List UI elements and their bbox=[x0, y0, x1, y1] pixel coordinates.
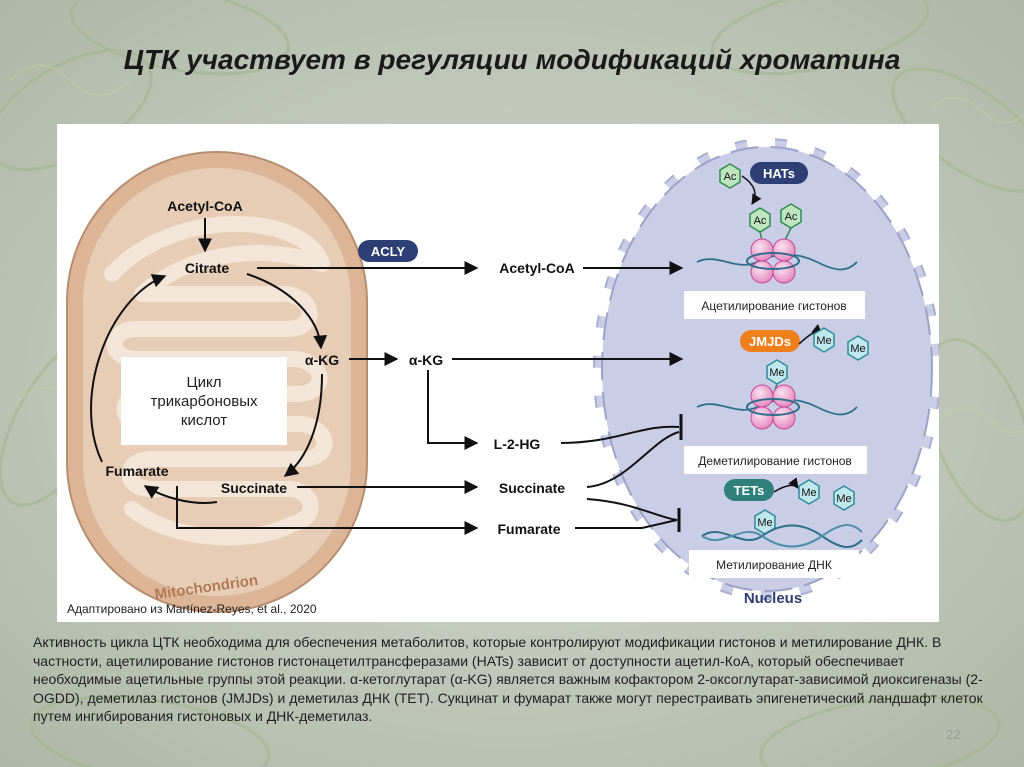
cyto-akg: α-KG bbox=[409, 352, 443, 368]
me-hex-dna-free-1 bbox=[798, 479, 820, 505]
ac-label-free: Ac bbox=[724, 171, 737, 183]
me-hex-free-2 bbox=[847, 335, 869, 361]
acetylation-panel: HATs Ac Ac Ac Ацетилирование гистонов bbox=[684, 162, 865, 319]
mito-akg: α-KG bbox=[305, 352, 339, 368]
tca-cycle-label-box: Цикл трикарбоновых кислот bbox=[121, 357, 287, 445]
me-label-bound: Me bbox=[769, 367, 784, 379]
mito-fumarate: Fumarate bbox=[105, 463, 168, 479]
mito-acetyl-coa: Acetyl-CoA bbox=[167, 198, 242, 214]
histone-octamer-acetylation bbox=[746, 238, 800, 284]
succinate-to-fumarate-arrow bbox=[143, 485, 218, 504]
figure-panel: Mitochondrion Acetyl-CoA Citrate α-KG Su… bbox=[57, 124, 939, 622]
me-hex-free-1 bbox=[813, 327, 835, 353]
cyto-l2hg: L-2-HG bbox=[494, 436, 541, 452]
akg-to-succinate-arrow bbox=[283, 373, 323, 477]
fumarate-to-citrate-arrow bbox=[90, 274, 167, 463]
me-label-free-2: Me bbox=[850, 343, 865, 355]
cyto-fumarate: Fumarate bbox=[497, 521, 560, 537]
cyto-succinate: Succinate bbox=[499, 480, 565, 496]
histone-octamer-demethylation bbox=[746, 384, 800, 430]
dna-methylation-panel: TETs Me Me Me Метилирование ДНК bbox=[689, 477, 863, 578]
mito-succinate: Succinate bbox=[221, 480, 287, 496]
akg-to-l2hg-arrow bbox=[427, 370, 479, 450]
dna-methylation-label: Метилирование ДНК bbox=[716, 558, 832, 572]
mito-citrate: Citrate bbox=[185, 260, 230, 276]
dna-methylation-label-box bbox=[689, 550, 859, 578]
cyto-acetyl-coa: Acetyl-CoA bbox=[499, 260, 574, 276]
acly-label: ACLY bbox=[371, 244, 406, 259]
me-label-free-1: Me bbox=[816, 335, 831, 347]
acly-pill bbox=[358, 240, 418, 262]
hats-pill bbox=[750, 162, 808, 184]
citrate-to-akg-arrow bbox=[246, 273, 328, 350]
slide-description: Активность цикла ЦТК необходима для обес… bbox=[33, 634, 983, 725]
jmjds-pill bbox=[740, 330, 800, 352]
ac-label-2: Ac bbox=[785, 211, 798, 223]
fumarate-inhibition-line bbox=[575, 519, 678, 529]
chromatin-tca-diagram: Mitochondrion Acetyl-CoA Citrate α-KG Su… bbox=[66, 137, 939, 613]
dna-double-helix-a bbox=[701, 524, 863, 548]
histone-demethylation-panel: JMJDs Me Me Me Деметилирование гистонов bbox=[684, 324, 869, 474]
nucleus-label: Nucleus bbox=[744, 590, 802, 607]
jmjds-label: JMJDs bbox=[749, 334, 791, 349]
source-credit: Адаптировано из Martínez-Reyes, et al., … bbox=[67, 602, 317, 616]
dna-double-helix-b bbox=[701, 524, 863, 548]
tets-pill bbox=[724, 479, 774, 501]
page-number: 22 bbox=[946, 727, 961, 742]
me-label-dna-free-1: Me bbox=[801, 487, 816, 499]
acetylation-label-box bbox=[684, 291, 865, 319]
acetylation-label: Ацетилирование гистонов bbox=[701, 299, 846, 313]
histone-demethylation-label: Деметилирование гистонов bbox=[698, 454, 852, 468]
mitochondrial-cristae bbox=[104, 216, 333, 546]
ac-hex-free bbox=[719, 163, 741, 189]
me-hex-dna-free-2 bbox=[833, 485, 855, 511]
tca-cycle-label: Цикл трикарбоновых кислот bbox=[150, 373, 258, 429]
l2hg-inhibition-line bbox=[560, 425, 680, 444]
fumarate-export-arrow bbox=[176, 486, 479, 535]
me-label-dna-bound: Me bbox=[757, 517, 772, 529]
me-label-dna-free-2: Me bbox=[836, 493, 851, 505]
ac-label-1: Ac bbox=[754, 215, 767, 227]
hats-transfer-arrow bbox=[741, 175, 762, 205]
histone-demethylation-label-box bbox=[684, 446, 867, 474]
hats-label: HATs bbox=[763, 166, 795, 181]
tets-arrow bbox=[773, 477, 799, 493]
succinate-inhibition-line bbox=[586, 431, 680, 488]
slide-title: ЦТК участвует в регуляции модификаций хр… bbox=[123, 44, 901, 75]
tets-label: TETs bbox=[734, 483, 765, 498]
succinate-to-dna-inhibition bbox=[586, 498, 678, 521]
